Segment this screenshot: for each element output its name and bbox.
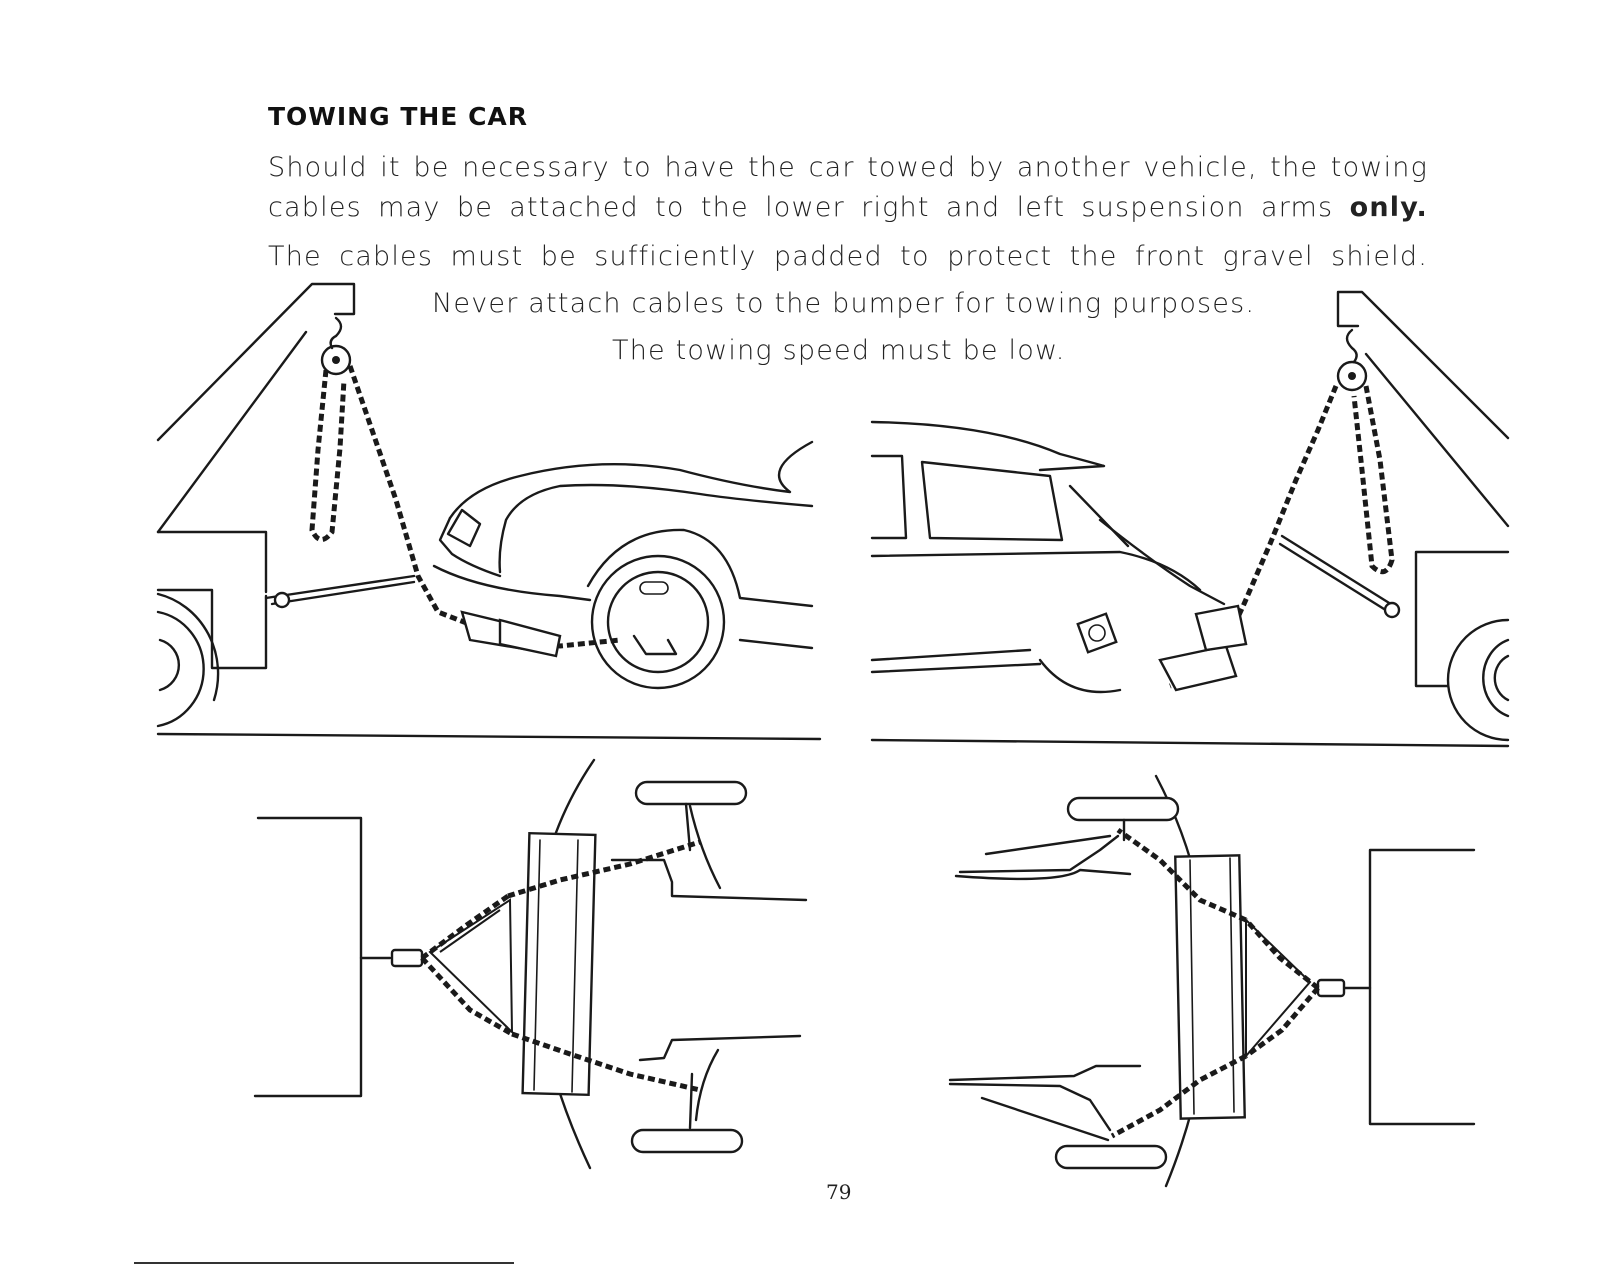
bottom-rule xyxy=(134,1262,514,1264)
section-heading: TOWING THE CAR xyxy=(268,102,529,131)
paragraph-padding: The cables must be sufficiently padded t… xyxy=(268,241,1428,272)
chain-attachment-top-view-right xyxy=(948,774,1476,1188)
paragraph-towing-speed: The towing speed must be low. xyxy=(612,335,1066,366)
tow-truck-side-view-right xyxy=(870,290,1510,748)
paragraph-cable-attachment-text: Should it be necessary to have the car t… xyxy=(268,152,1428,223)
paragraph-bumper-warning: Never attach cables to the bumper for to… xyxy=(432,288,1256,319)
emphasis-only: only. xyxy=(1349,192,1428,223)
tow-truck-side-view-left xyxy=(156,282,822,741)
chain-attachment-top-view-left xyxy=(253,758,808,1170)
paragraph-cable-attachment: Should it be necessary to have the car t… xyxy=(268,148,1428,228)
page-number: 79 xyxy=(826,1180,852,1204)
